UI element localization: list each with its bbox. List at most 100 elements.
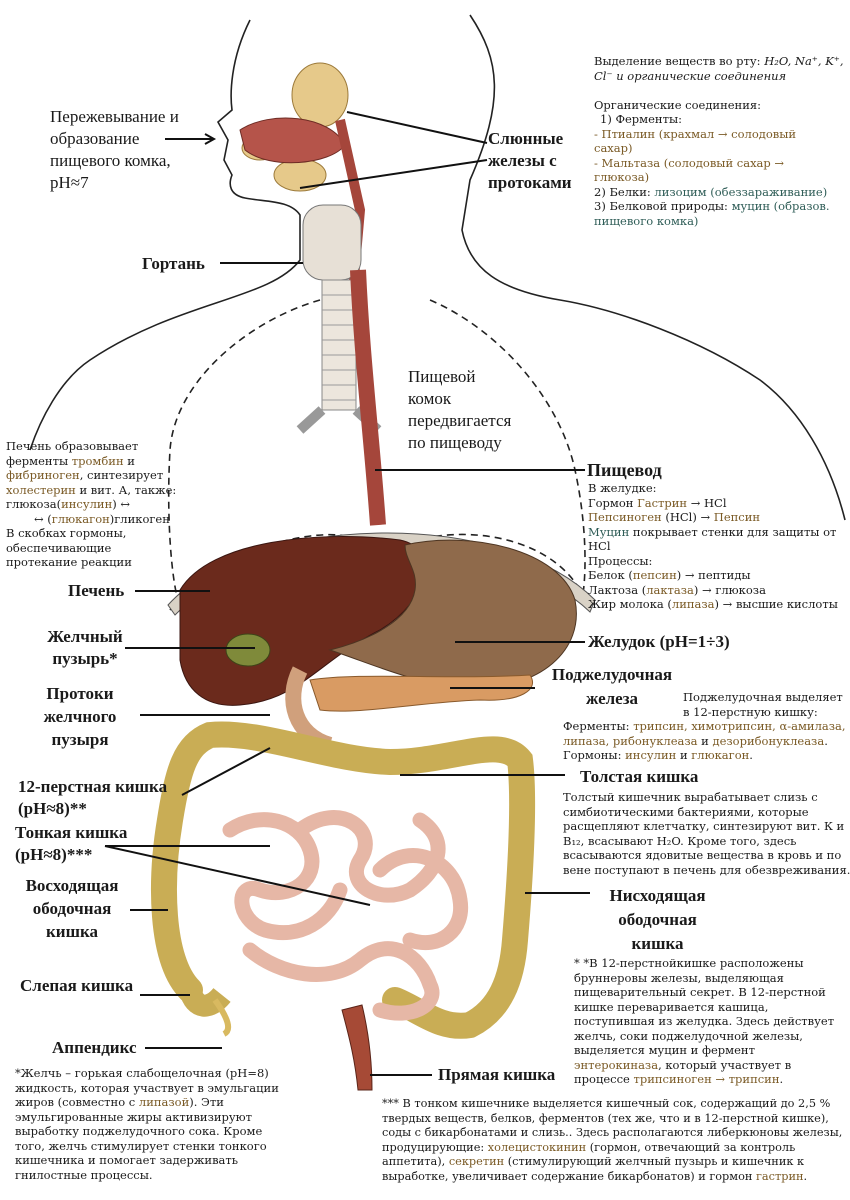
gallbladder-shape [225,633,271,667]
label-bolus: Пищевой комок передвигается по пищеводу [408,366,538,454]
note-text: . [803,1169,808,1183]
note-text: ). Эти [189,1095,224,1109]
note-text: жидкость, которая участвует в эмульгации [15,1080,279,1095]
label-line: Желчный [47,627,123,646]
label-larynx: Гортань [142,254,205,273]
note-text: Выделение веществ во рту: [594,54,765,68]
label-stomach: Желудок (pH=1÷3) [588,632,730,651]
note-pancreas-head: Поджелудочная выделяет в 12-перстную киш… [683,690,843,719]
label-chewing-line: pH≈7 [50,173,89,192]
note-text: 1) Ферменты: [600,112,682,126]
note-text: дезорибонуклеаза [712,733,825,748]
note-text: * *В 12-перстнойкишке расположены [574,956,804,970]
label-line: железы с [488,151,557,170]
note-liver: Печень образовывает ферменты тромбин и ф… [6,439,176,570]
note-text: глюкоза) [594,170,650,184]
note-text: покрывает стенки для защиты от [629,524,837,539]
note-text: обеспечивающие [6,540,112,555]
note-text: Пепсиноген [588,510,662,524]
note-text: липаза [671,597,715,611]
note-text: симбиотическими бактериями, которые [563,804,809,819]
note-text: инсулин [61,497,113,511]
note-text: B₁₂, всасывают H₂O. Кроме того, здесь [563,833,797,848]
label-line: Восходящая [25,876,119,895]
note-text: Гормон [588,495,638,510]
note-text: и [697,733,713,748]
note-text: твердых веществ, белков, ферментов (тех … [382,1111,829,1125]
note-text: лизоцим (обеззараживание) [654,184,828,199]
label-line: пузыря [51,730,109,749]
note-bile: *Желчь – горькая слабощелочная (pH=8) жи… [15,1066,305,1182]
label-line: ободочная [618,910,697,929]
cecum-appendix [179,986,232,1037]
note-text: поступившая из желудка. Здесь действует [574,1014,835,1028]
note-text: холецистокинин [487,1140,587,1154]
note-text: Гормоны: [563,748,626,762]
note-text: → HCl [687,495,727,510]
note-text: жиров (совместно с [15,1095,139,1109]
note-text: кишке переваривается кашица, [574,999,769,1014]
note-text: гастрин [756,1169,804,1183]
note-text: выработку поджелудочного сока. Кроме [15,1124,263,1138]
note-text: пепсин [632,568,677,582]
note-small-intestine: *** В тонком кишечнике выделяется кишечн… [382,1097,844,1184]
note-text: инсулин [625,748,677,762]
label-liver: Печень [68,581,125,600]
colon-shape [151,721,536,1039]
note-text: Лактоза ( [588,582,647,597]
label-line: протоками [488,173,572,192]
label-esophagus: Пищевод [587,460,662,480]
note-text: продуцирующие: [382,1140,488,1154]
note-text: В скобках гормоны, [6,526,127,540]
note-text: выработке, увеличивает содержание бикарб… [382,1169,756,1183]
note-text: тромбин [71,453,124,468]
note-text: ) → пептиды [676,568,751,582]
note-text: . [824,733,828,748]
note-mouth: Выделение веществ во рту: H₂O, Na⁺, K⁺, … [594,54,844,228]
label-line: железа [585,689,639,708]
label-line: желчного [43,707,117,726]
note-pancreas: Ферменты: трипсин, химотрипсин, α-амилаз… [563,719,847,763]
note-text: 3) Белковой природы: [594,199,732,213]
note-text: Органические соединения: [594,97,762,112]
label-line: пузырь* [52,649,118,668]
label-line: передвигается [408,411,512,430]
label-rectum: Прямая кишка [438,1065,556,1084]
note-text: лактаза [646,582,694,597]
note-text: муцин (образов. [731,199,830,213]
note-text: желчь, соки поджелудочной железы, [574,1028,803,1043]
label-small-intestine: Тонкая кишка (pH≈8)*** [15,822,127,866]
label-gallbladder: Желчный пузырь* [35,626,135,670]
label-appendix: Аппендикс [52,1038,137,1057]
note-text: , синтезирует [79,468,164,482]
note-text: Cl⁻ и органические соединения [594,68,787,83]
note-text: Толстый кишечник вырабатывает слизь с [563,790,818,804]
note-text: В желудке: [588,481,657,495]
note-text: трипсиноген → трипсин [633,1072,780,1086]
note-text: пищевого комка) [594,213,699,228]
note-text: HCl [588,539,611,553]
label-colon: Толстая кишка [580,767,699,786]
note-text: )гликоген [109,511,170,526]
label-line: кишка [631,934,684,953]
note-text: 2) Белки: [594,184,655,199]
note-text: того, желчь стимулирует стенки тонкого [15,1138,267,1153]
note-colon: Толстый кишечник вырабатывает слизь с си… [563,790,850,877]
note-text: вене поступают в печень для обезвреживан… [563,862,850,877]
label-cecum: Слепая кишка [20,976,134,995]
label-chewing-line: образование [50,129,140,148]
note-text: в 12-перстную кишку: [683,704,818,719]
pancreas-shape [309,674,533,712]
note-text: Печень образовывает [6,439,139,453]
note-text: Жир молока ( [588,597,672,611]
label-line: Тонкая кишка [15,823,128,842]
label-line: ободочная [32,899,112,918]
note-text: и [123,453,135,468]
note-text: ↔ ( [34,511,52,526]
note-text: Поджелудочная выделяет [683,690,843,704]
label-line: кишка [46,922,98,941]
note-text: и [676,748,692,762]
note-text: аппетита), [382,1155,449,1168]
note-text: *** В тонком кишечнике выделяется кишечн… [382,1097,831,1110]
